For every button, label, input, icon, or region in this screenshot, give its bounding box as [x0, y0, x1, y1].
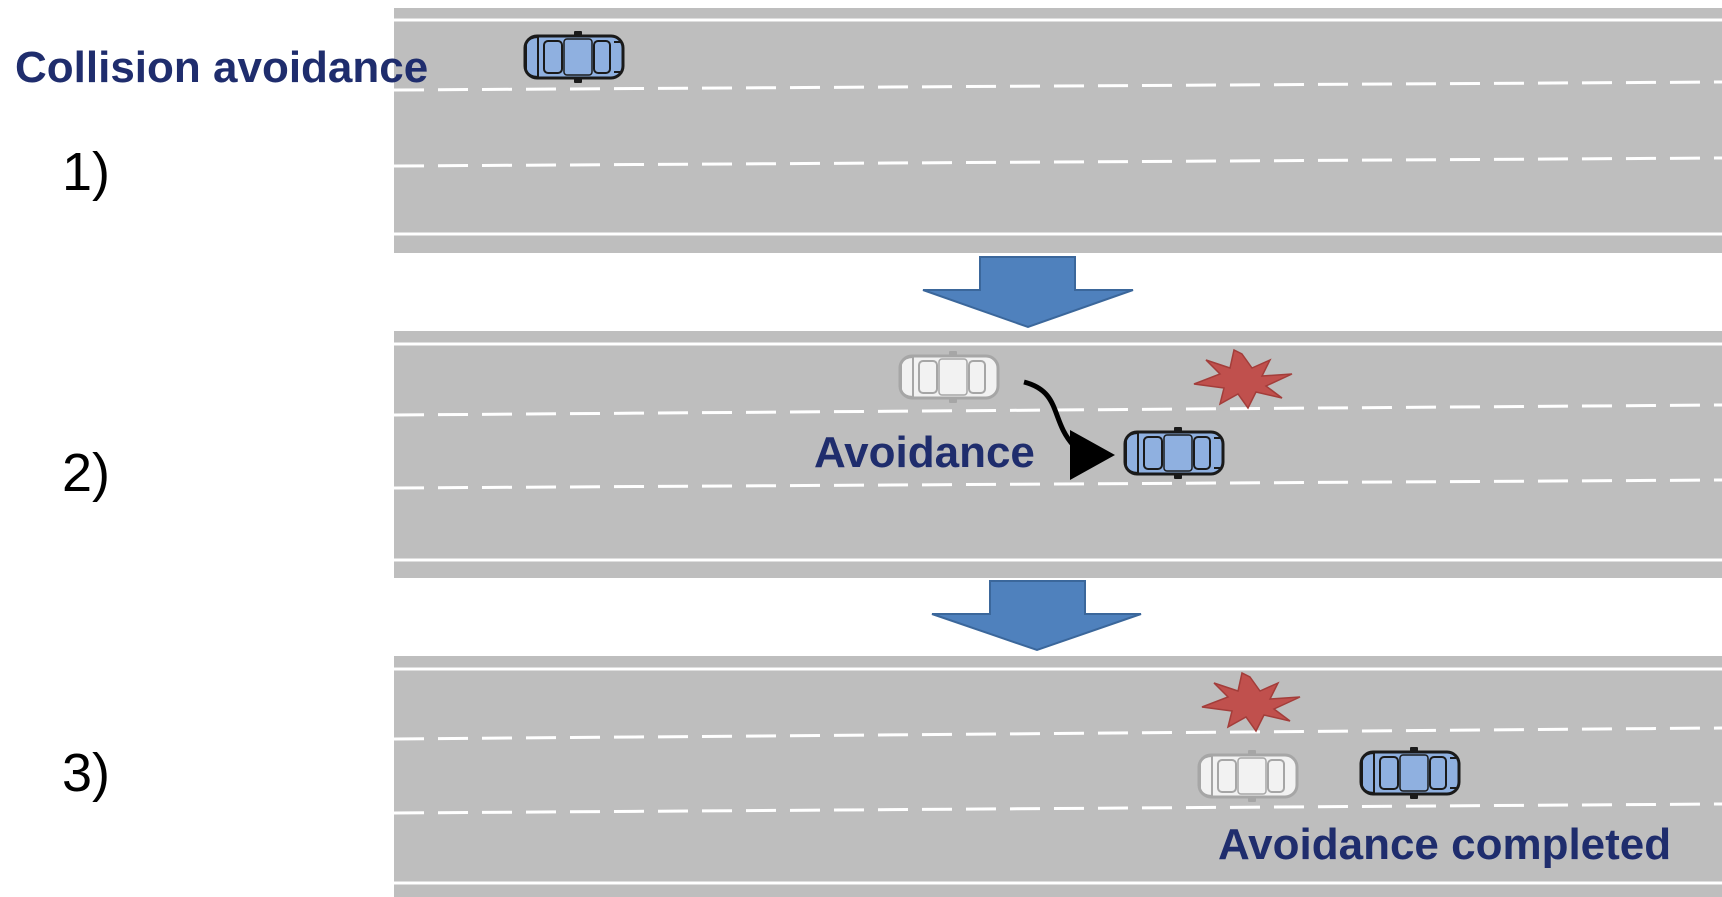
ghost-car-icon: [1197, 748, 1299, 804]
lane-marking: [393, 403, 1722, 417]
down-arrow-icon: [922, 256, 1134, 329]
page-title: Collision avoidance: [15, 43, 429, 92]
car-icon: [1123, 425, 1225, 481]
road-panel-2: [393, 331, 1722, 578]
lane-marking: [393, 156, 1722, 168]
road-panel-3: [393, 656, 1722, 897]
ghost-car-icon: [898, 349, 1000, 405]
curved-arrow-icon: [1023, 379, 1115, 480]
lane-marking: [393, 802, 1722, 815]
car-icon: [1359, 745, 1461, 801]
avoidance-label: Avoidance: [814, 428, 1035, 477]
down-arrow-icon: [931, 580, 1142, 652]
step-label-1: 1): [62, 142, 111, 202]
lane-marking: [393, 726, 1722, 741]
step-label-3: 3): [62, 743, 111, 803]
step-label-2: 2): [62, 443, 111, 503]
lane-marking: [393, 478, 1722, 490]
avoidance-completed-label: Avoidance completed: [1218, 820, 1672, 869]
car-icon: [523, 29, 625, 85]
lane-marking: [393, 80, 1722, 92]
